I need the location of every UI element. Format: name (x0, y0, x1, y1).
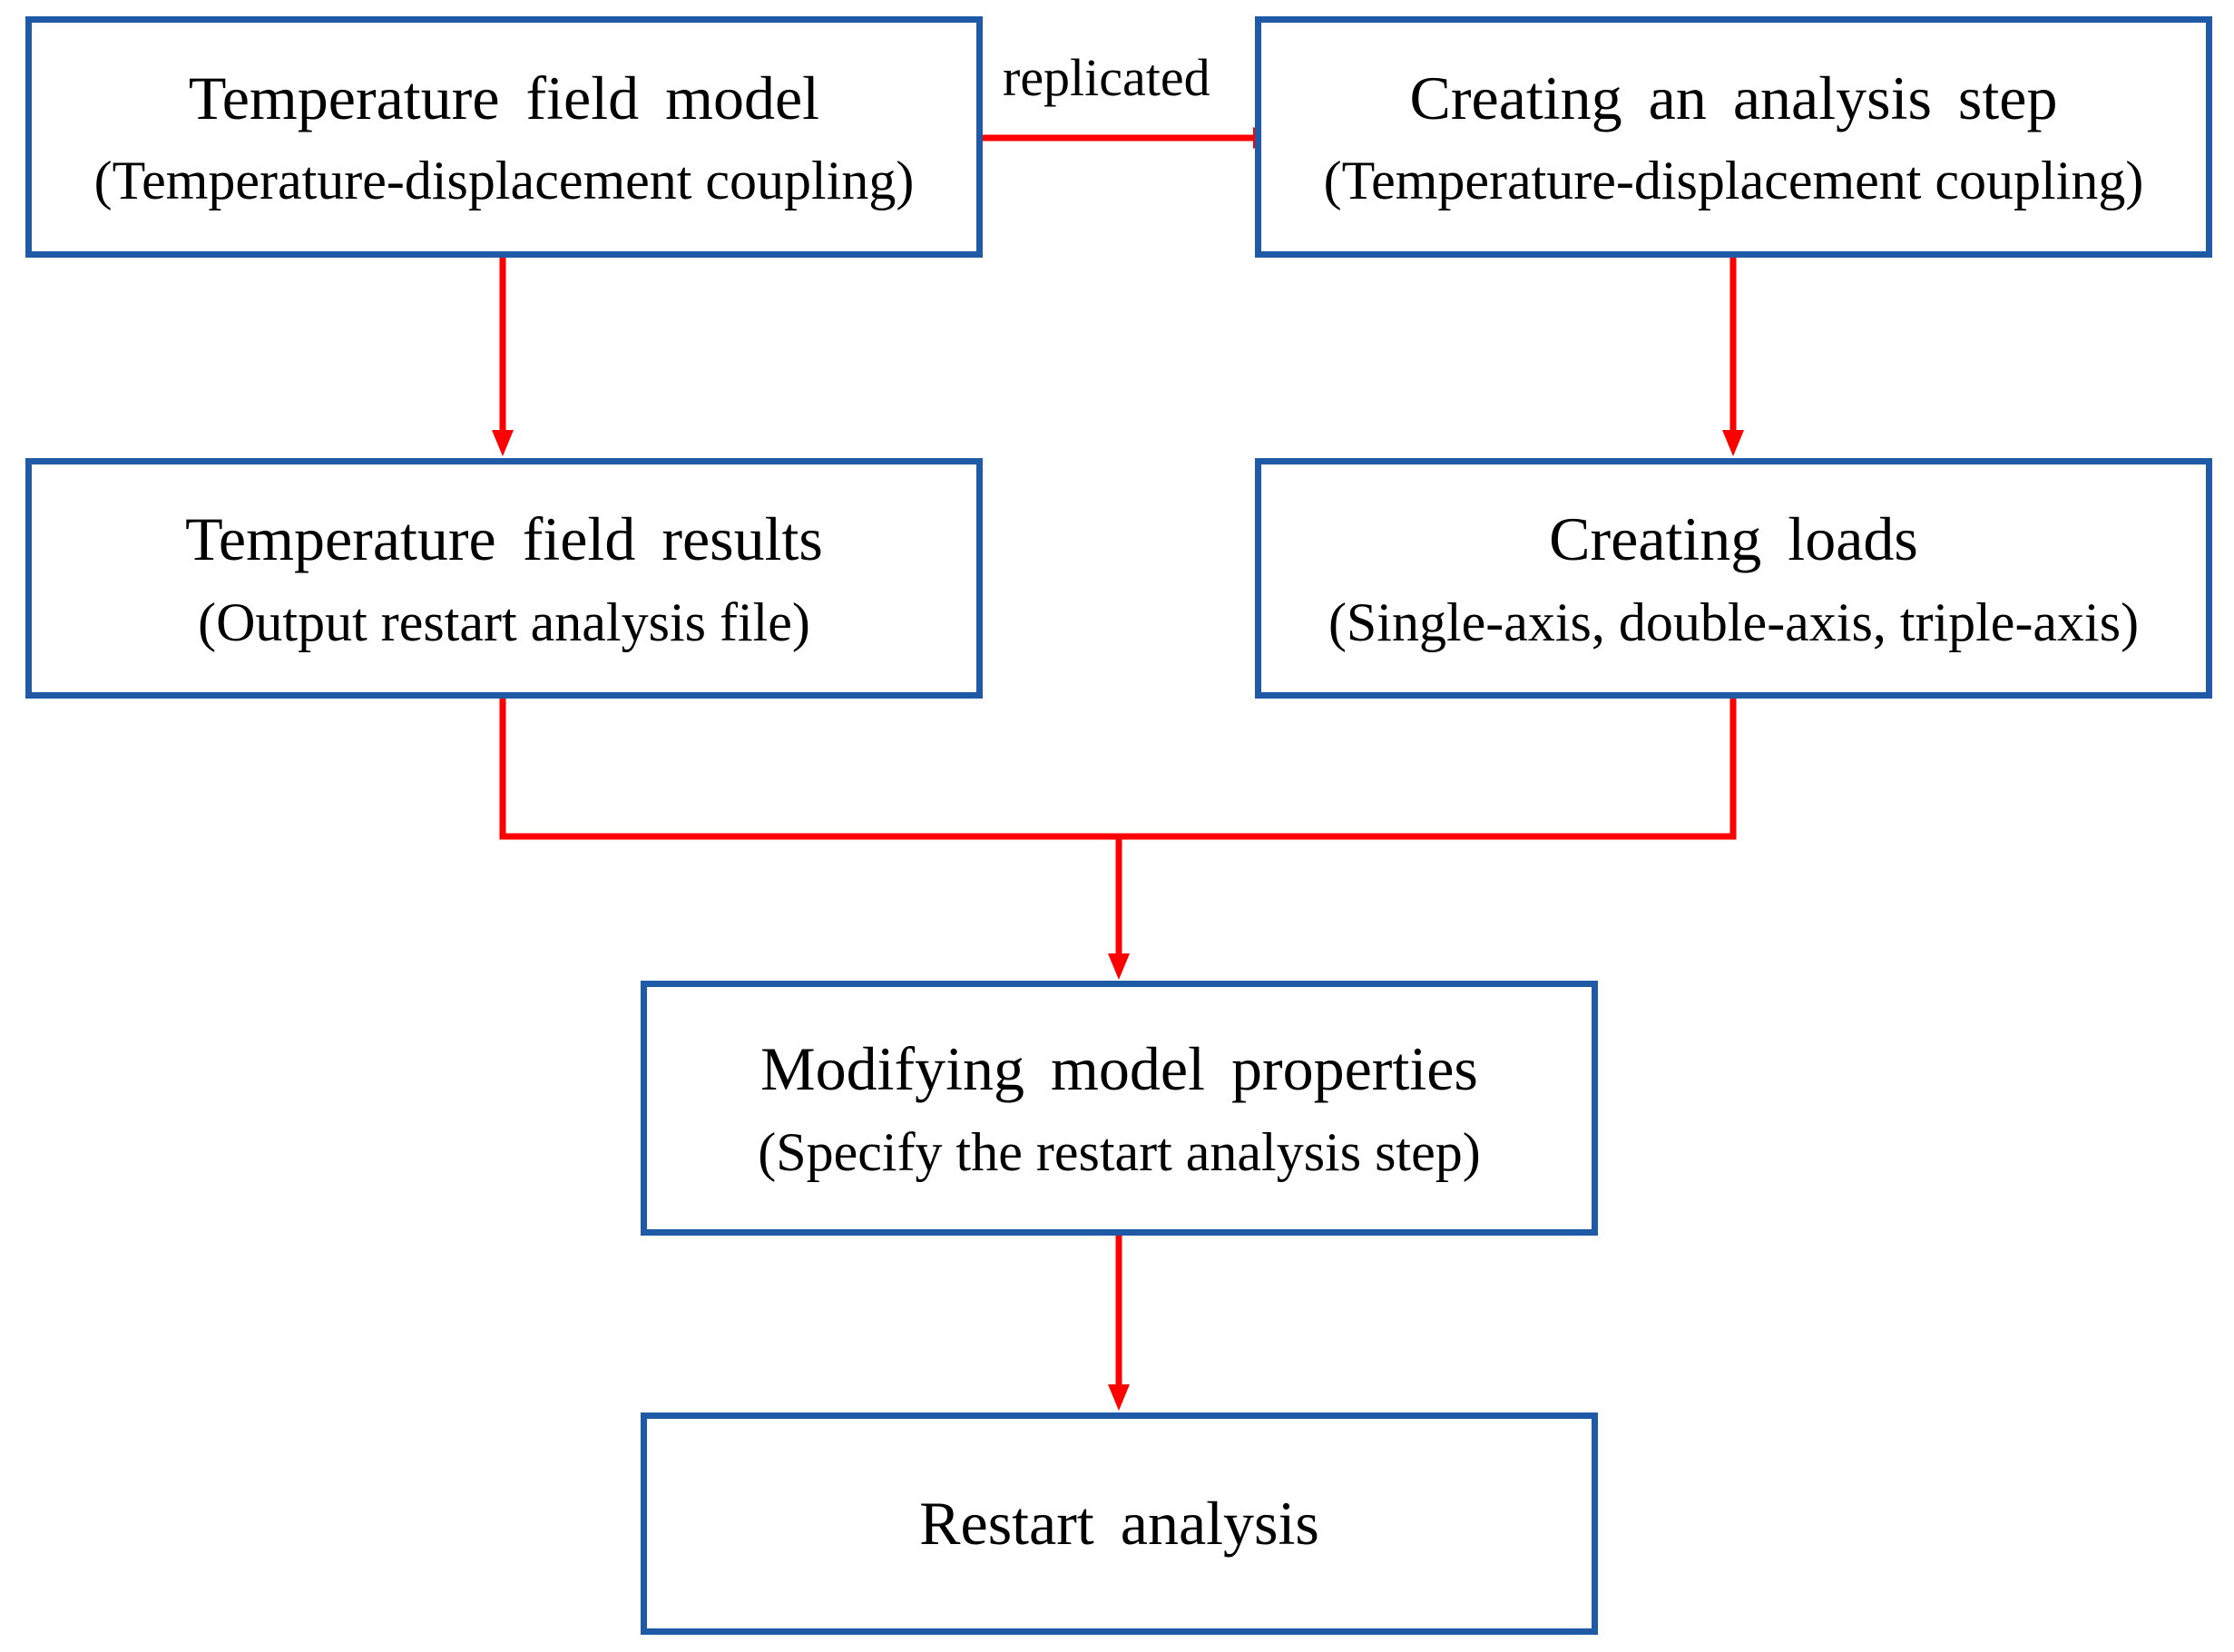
modifying-model-properties-title: Modifying model properties (760, 1034, 1478, 1104)
temperature-field-results-title: Temperature field results (185, 504, 823, 574)
creating-loads-box: Creating loads (Single-axis, double-axis… (1255, 458, 2212, 699)
arrowhead-step-to-loads (1722, 430, 1744, 456)
creating-loads-title: Creating loads (1549, 504, 1918, 574)
restart-analysis-title: Restart analysis (919, 1489, 1319, 1559)
arrowhead-model-to-results (492, 430, 514, 456)
restart-analysis-box: Restart analysis (641, 1413, 1598, 1635)
arrowhead-merge-to-modify (1108, 953, 1130, 980)
temperature-field-results-subtitle: (Output restart analysis file) (198, 591, 810, 652)
temperature-field-model-title: Temperature field model (188, 63, 820, 132)
modifying-model-properties-subtitle: (Specify the restart analysis step) (758, 1121, 1481, 1182)
temperature-field-model-box: Temperature field model (Temperature-dis… (25, 16, 983, 258)
creating-analysis-step-box: Creating an analysis step (Temperature-d… (1255, 16, 2212, 258)
creating-loads-subtitle: (Single-axis, double-axis, triple-axis) (1328, 591, 2140, 652)
modifying-model-properties-box: Modifying model properties (Specify the … (641, 981, 1598, 1236)
replicated-label: replicated (1003, 48, 1210, 107)
arrowhead-modify-to-restart (1108, 1384, 1130, 1411)
creating-analysis-step-subtitle: (Temperature-displacement coupling) (1323, 151, 2144, 211)
creating-analysis-step-title: Creating an analysis step (1409, 63, 2058, 132)
merge-connector (499, 699, 1737, 840)
temperature-field-model-subtitle: (Temperature-displacement coupling) (93, 151, 915, 211)
temperature-field-results-box: Temperature field results (Output restar… (25, 458, 983, 699)
